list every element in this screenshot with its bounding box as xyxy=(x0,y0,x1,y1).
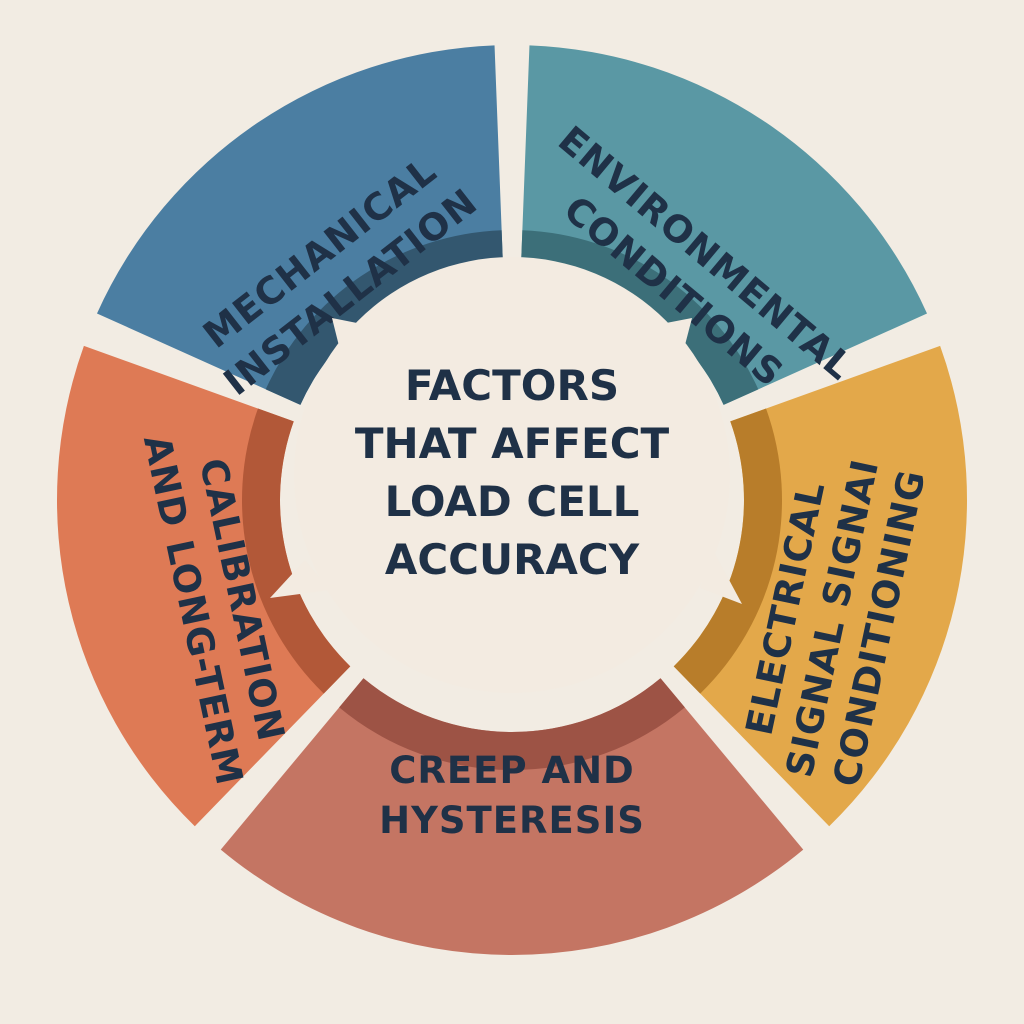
center-hub: FACTORS THAT AFFECT LOAD CELL ACCURACY xyxy=(270,257,742,693)
segment-environmental-conditions-band xyxy=(520,45,928,405)
segment-calibration-and-long-term-inner-shade xyxy=(242,408,351,694)
hub-point-bottom-left xyxy=(270,560,330,598)
center-circle xyxy=(294,257,730,693)
segment-mechanical-installation-band xyxy=(96,45,504,405)
segment-creep-and-hysteresis-inner-shade xyxy=(339,678,685,770)
segment-creep-and-hysteresis: CREEP AND HYSTERESIS xyxy=(220,678,804,956)
segment-creep-and-hysteresis-band xyxy=(220,678,804,956)
segment-creep-and-hysteresis-label-line-2: HYSTERESIS xyxy=(379,799,645,842)
segment-electrical-signal-conditioning-inner-shade xyxy=(673,408,782,694)
segment-creep-and-hysteresis-label: CREEP AND HYSTERESIS xyxy=(379,749,645,842)
segment-calibration-and-long-term: CALIBRATIONAND LONG-TERM xyxy=(56,345,351,827)
center-title-line-3: LOAD CELL xyxy=(385,477,640,526)
center-title-line-4: ACCURACY xyxy=(385,535,640,584)
center-title-line-1: FACTORS xyxy=(405,361,619,410)
center-title-line-2: THAT AFFECT xyxy=(355,419,670,468)
segment-creep-and-hysteresis-label-line-1: CREEP AND xyxy=(389,749,635,792)
